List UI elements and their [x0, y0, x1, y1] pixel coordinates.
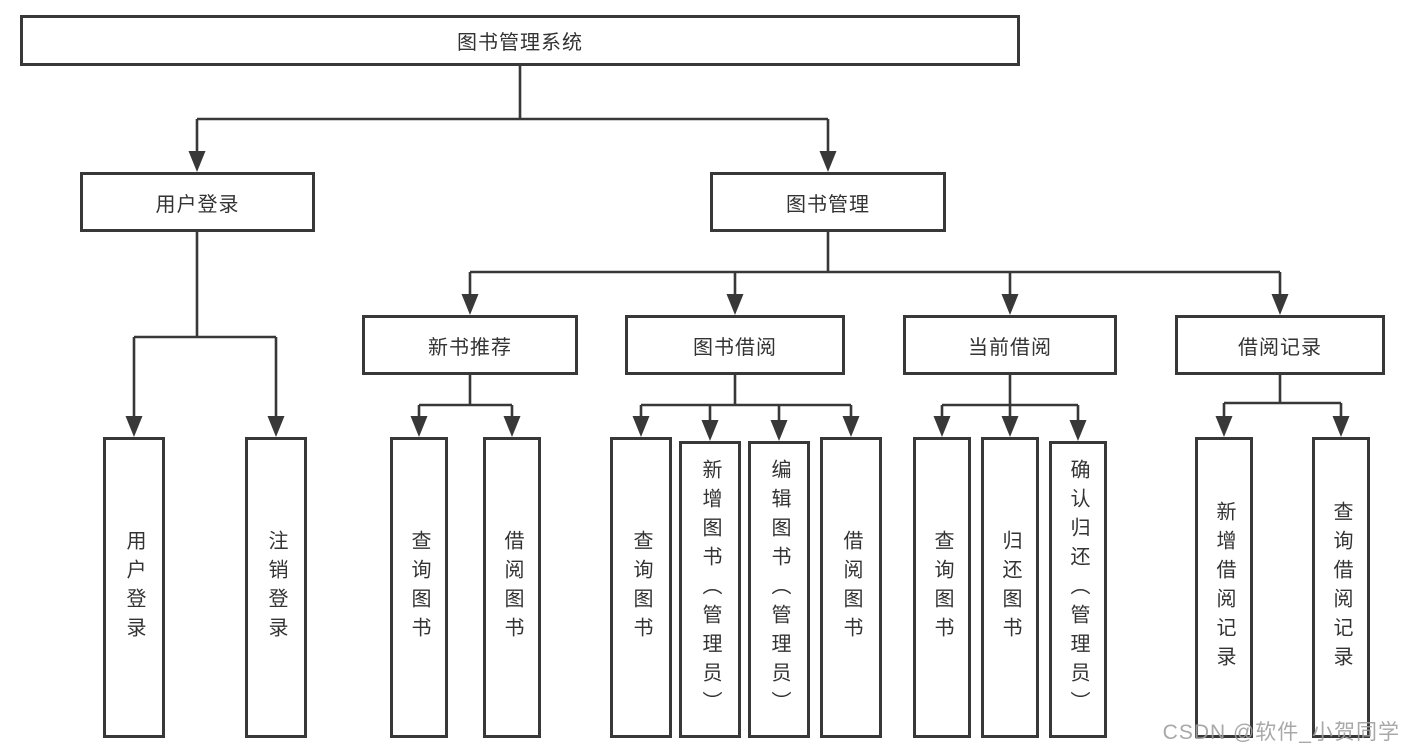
- leaf-newbooks-borrow-books-label: 借阅图书: [501, 529, 523, 646]
- csdn-watermark: CSDN @软件_小贺同学: [1162, 721, 1400, 744]
- leaf-current-confirm-return-admin: 确认归还（管理员）: [1049, 441, 1107, 738]
- node-user-login: 用户登录: [80, 172, 315, 232]
- leaf-user-login: 用户登录: [103, 437, 165, 738]
- node-borrow-records: 借阅记录: [1175, 315, 1385, 375]
- node-book-borrow-label: 图书借阅: [693, 336, 777, 359]
- node-current-borrow-label: 当前借阅: [968, 336, 1052, 359]
- leaf-current-return-books: 归还图书: [981, 437, 1039, 738]
- leaf-borrow-query-books: 查询图书: [610, 437, 672, 738]
- leaf-newbooks-borrow-books: 借阅图书: [483, 437, 541, 738]
- node-borrow-records-label: 借阅记录: [1238, 336, 1322, 359]
- node-book-management-label: 图书管理: [786, 193, 870, 216]
- node-book-borrow: 图书借阅: [625, 315, 845, 375]
- leaf-current-return-books-label: 归还图书: [999, 529, 1021, 646]
- leaf-current-query-books-label: 查询图书: [931, 529, 953, 646]
- node-root-label: 图书管理系统: [457, 32, 583, 54]
- leaf-logout-label: 注销登录: [265, 529, 287, 646]
- leaf-borrow-borrow-books-label: 借阅图书: [840, 529, 862, 646]
- node-user-login-label: 用户登录: [155, 193, 240, 216]
- node-current-borrow: 当前借阅: [903, 315, 1117, 375]
- leaf-newbooks-query-books-label: 查询图书: [408, 529, 430, 646]
- node-new-book-recommend-label: 新书推荐: [428, 336, 512, 359]
- leaf-newbooks-query-books: 查询图书: [390, 437, 448, 738]
- leaf-logout: 注销登录: [245, 437, 307, 738]
- node-root: 图书管理系统: [20, 15, 1020, 66]
- leaf-records-query-record-label: 查询借阅记录: [1330, 500, 1352, 675]
- leaf-borrow-add-books-admin-label: 新增图书（管理员）: [699, 459, 721, 720]
- leaf-borrow-query-books-label: 查询图书: [630, 529, 652, 646]
- leaf-borrow-edit-books-admin: 编辑图书（管理员）: [748, 441, 810, 738]
- leaf-records-add-record-label: 新增借阅记录: [1213, 500, 1235, 675]
- leaf-current-confirm-return-admin-label: 确认归还（管理员）: [1067, 459, 1089, 720]
- leaf-borrow-add-books-admin: 新增图书（管理员）: [679, 441, 741, 738]
- leaf-records-add-record: 新增借阅记录: [1195, 437, 1253, 738]
- leaf-user-login-label: 用户登录: [123, 529, 145, 646]
- node-new-book-recommend: 新书推荐: [362, 315, 578, 375]
- leaf-borrow-borrow-books: 借阅图书: [820, 437, 882, 738]
- leaf-current-query-books: 查询图书: [913, 437, 971, 738]
- node-book-management: 图书管理: [710, 172, 946, 232]
- leaf-borrow-edit-books-admin-label: 编辑图书（管理员）: [768, 459, 790, 720]
- leaf-records-query-record: 查询借阅记录: [1312, 437, 1370, 738]
